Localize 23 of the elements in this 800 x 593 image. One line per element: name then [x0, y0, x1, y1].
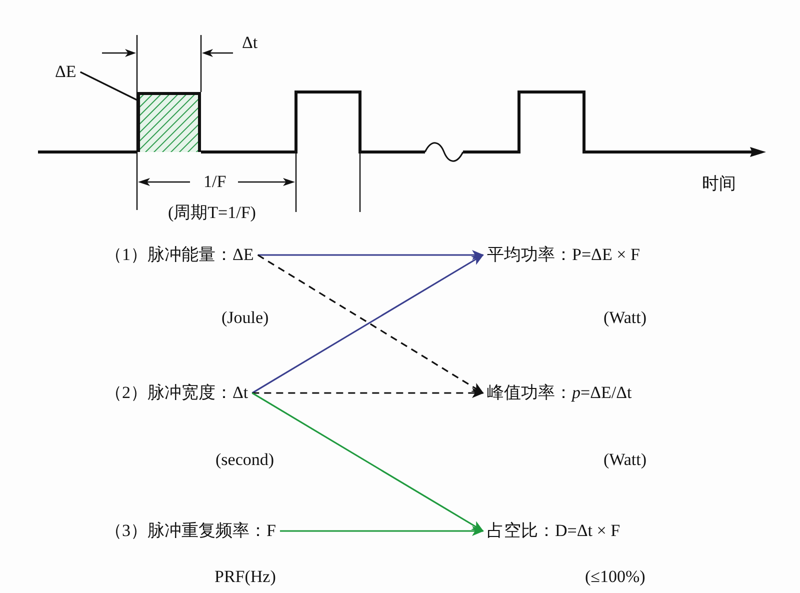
unit-label: (Joule) [222, 308, 269, 328]
formula-label: （3）脉冲重复频率：F [101, 521, 280, 541]
unit-label: (≤100%) [585, 567, 646, 587]
arrow [258, 250, 484, 260]
unit-label: (Watt) [604, 450, 646, 470]
arrow [252, 392, 484, 532]
formula-label: 占空比：D=Δt × F [483, 521, 624, 541]
formula-label: （1）脉冲能量：ΔE [101, 245, 258, 265]
unit-label: (second) [216, 450, 274, 470]
formula-label: 平均功率：P=ΔE × F [483, 245, 644, 265]
arrow [280, 526, 484, 536]
dimension-label: (周期T=1/F) [168, 203, 256, 223]
unit-label: PRF(Hz) [214, 567, 276, 587]
leader-line [80, 71, 138, 101]
arrow [252, 388, 484, 398]
dimension-label: Δt [242, 33, 258, 53]
energy-label: ΔE [51, 62, 80, 82]
formula-label: 峰值功率：p=ΔE/Δt [483, 383, 636, 403]
unit-label: (Watt) [604, 308, 646, 328]
hatched-pulse [137, 92, 201, 152]
formula-label: （2）脉冲宽度：Δt [101, 383, 252, 403]
axis-label: 时间 [702, 174, 736, 194]
dimension-label: 1/F [204, 172, 226, 192]
